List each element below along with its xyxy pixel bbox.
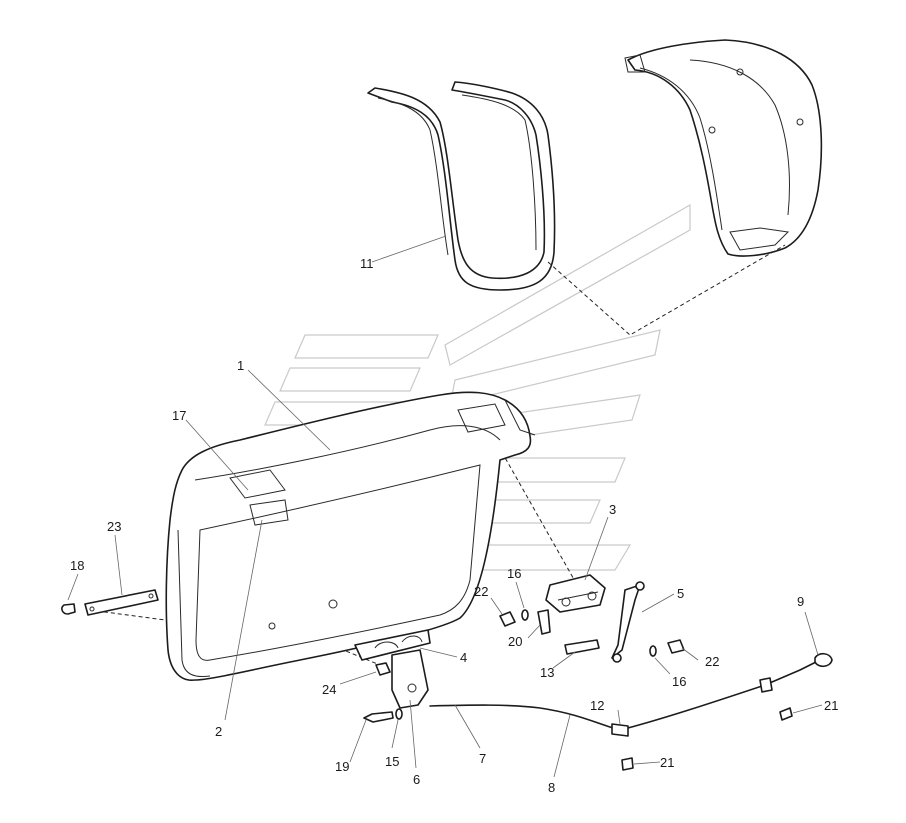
- part-11-grab-handle: [367, 81, 556, 291]
- callout-labels: 11 1 17 23 18 2 3 16 22 5 20 13 4 24 16 …: [70, 256, 838, 795]
- part-3-hinge: [545, 574, 606, 613]
- part-23-strap: [84, 589, 159, 616]
- part-13-plate: [564, 639, 600, 655]
- callout-19: 19: [335, 759, 349, 774]
- callout-20: 20: [508, 634, 522, 649]
- callout-8: 8: [548, 780, 555, 795]
- part-21-screw-lower: [621, 757, 634, 771]
- callout-16-left: 16: [507, 566, 521, 581]
- part-16-washer-right: [649, 645, 657, 657]
- callout-3: 3: [609, 502, 616, 517]
- callout-12: 12: [590, 698, 604, 713]
- part-22-nut-left: [499, 611, 516, 627]
- callout-5: 5: [677, 586, 684, 601]
- part-4-bracket: [354, 629, 431, 709]
- callout-4: 4: [460, 650, 467, 665]
- callout-16-right: 16: [672, 674, 686, 689]
- part-16-washer-left: [521, 609, 529, 621]
- part-5-gas-strut: [611, 581, 645, 663]
- callout-18: 18: [70, 558, 84, 573]
- callout-24: 24: [322, 682, 336, 697]
- part-22-nut-right: [667, 639, 685, 654]
- callout-9: 9: [797, 594, 804, 609]
- callout-6: 6: [413, 772, 420, 787]
- callout-15: 15: [385, 754, 399, 769]
- callout-21-lower: 21: [660, 755, 674, 770]
- part-20-bolt: [537, 609, 551, 635]
- part-1-door-panel: [165, 391, 536, 681]
- callout-7: 7: [479, 751, 486, 766]
- part-21-screw-upper: [779, 707, 793, 721]
- callout-17: 17: [172, 408, 186, 423]
- leader-lines: [67, 235, 823, 778]
- part-15-washer: [395, 708, 403, 720]
- callout-13: 13: [540, 665, 554, 680]
- callout-2: 2: [215, 724, 222, 739]
- callout-23: 23: [107, 519, 121, 534]
- callout-21-upper: 21: [824, 698, 838, 713]
- part-19-bolt: [363, 711, 394, 723]
- callout-22-right: 22: [705, 654, 719, 669]
- part-24-nut: [375, 662, 391, 676]
- callout-11: 11: [360, 256, 374, 271]
- part-18-pin: [61, 603, 76, 615]
- callout-1: 1: [237, 358, 244, 373]
- part-rear-cover: [624, 39, 823, 257]
- callout-22-left: 22: [474, 584, 488, 599]
- part-7-8-cable: [429, 652, 833, 737]
